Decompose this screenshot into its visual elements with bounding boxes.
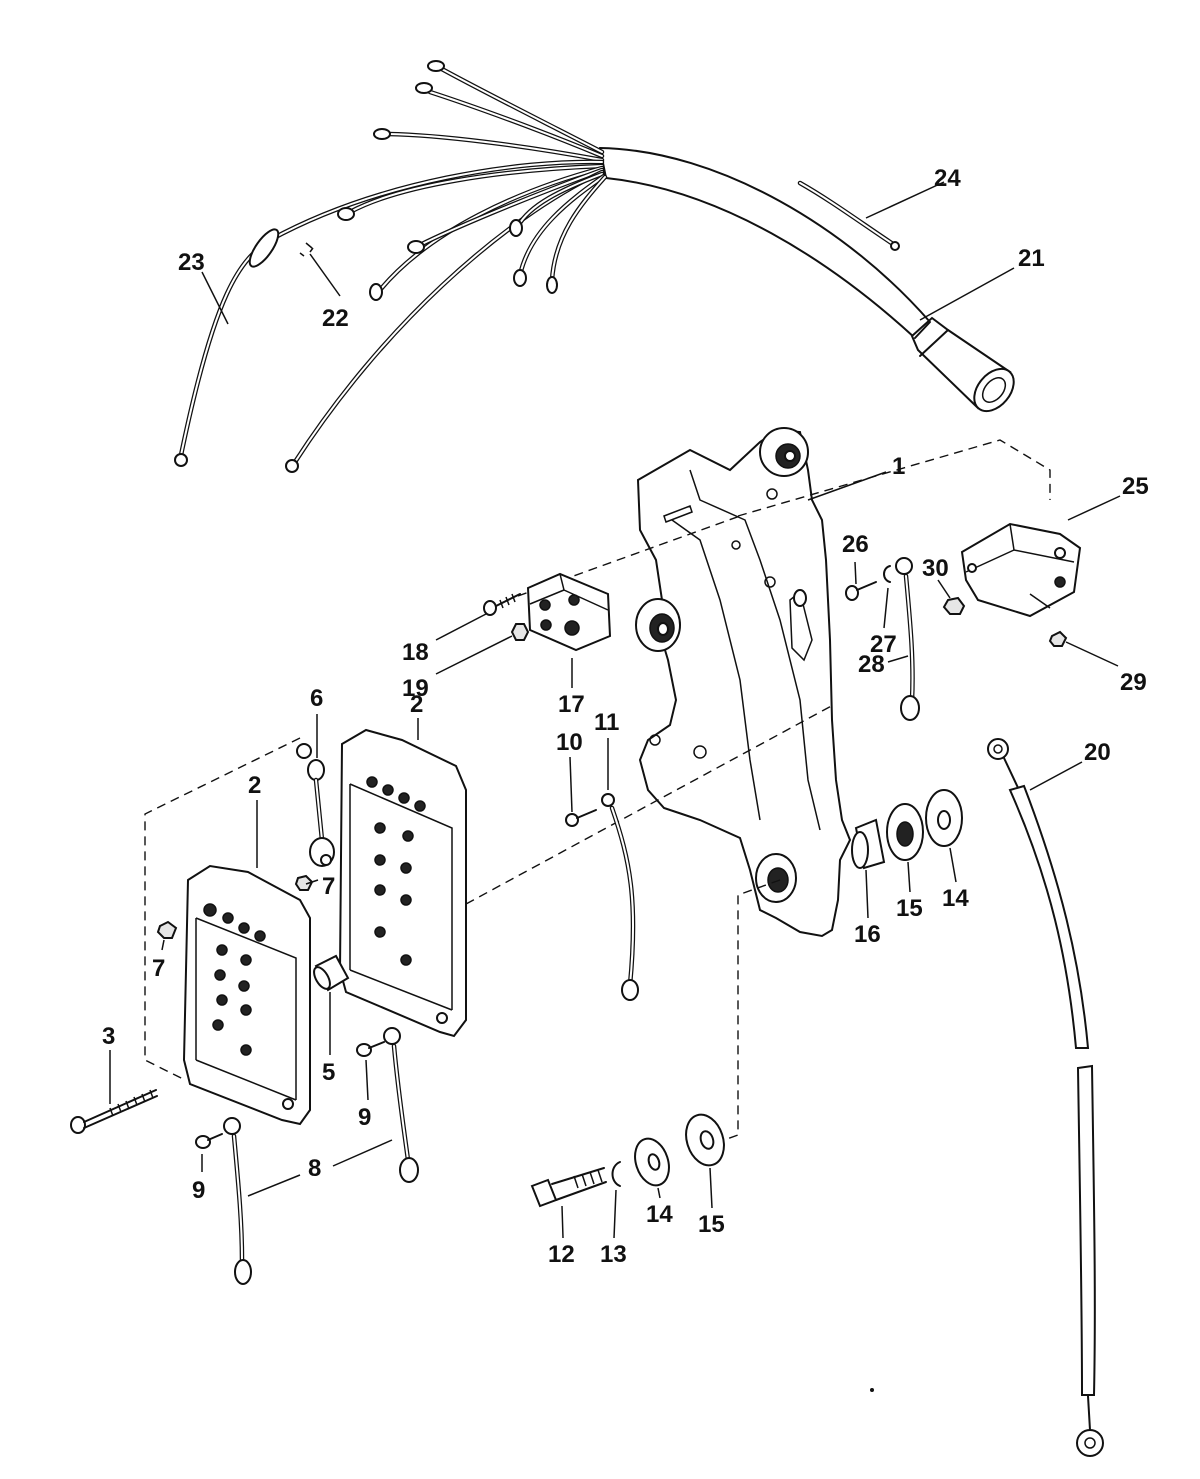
nut-29 — [1048, 630, 1068, 647]
nut-7-lower — [156, 920, 178, 939]
callout-14-upper: 14 — [942, 885, 969, 912]
harness-leads — [174, 60, 608, 473]
callout-23: 23 — [178, 249, 205, 276]
callout-labels: 1 2 2 3 5 6 7 7 8 9 9 10 11 12 13 14 14 … — [102, 165, 1149, 1268]
ground-lead-28 — [895, 557, 920, 721]
washer-14-upper — [925, 789, 963, 847]
rectifier — [526, 572, 612, 652]
callout-26: 26 — [842, 531, 869, 558]
ground-lead-8-rear — [383, 1027, 419, 1183]
stray-dot — [870, 1388, 874, 1392]
callout-17: 17 — [558, 691, 585, 718]
callout-18: 18 — [402, 639, 429, 666]
callout-30: 30 — [922, 555, 949, 582]
lead-24 — [797, 180, 900, 251]
lockwasher-27 — [883, 565, 891, 583]
callout-8: 8 — [308, 1155, 321, 1182]
callout-12: 12 — [548, 1241, 575, 1268]
callout-7-lower: 7 — [152, 955, 165, 982]
callout-19: 19 — [402, 675, 429, 702]
callout-14-lower: 14 — [646, 1201, 673, 1228]
leader-lines — [109, 181, 1121, 1239]
callout-15-lower: 15 — [698, 1211, 725, 1238]
screw-18 — [483, 593, 521, 616]
nut-7-upper — [294, 874, 314, 891]
switch-box-front — [182, 864, 311, 1126]
screw-9-rear — [356, 1041, 385, 1057]
battery-cable-20 — [987, 738, 1104, 1457]
screw-9-front — [195, 1133, 223, 1149]
callout-11: 11 — [594, 709, 619, 736]
callout-27: 27 — [870, 631, 897, 658]
grommet-15-upper — [886, 803, 924, 861]
starter-solenoid — [960, 522, 1082, 618]
lead-splice — [248, 228, 280, 268]
washer-15-lower — [685, 1113, 725, 1167]
wiring-harness — [174, 60, 1015, 473]
callout-20: 20 — [1084, 739, 1111, 766]
callout-5: 5 — [322, 1059, 335, 1086]
callout-22: 22 — [322, 305, 349, 332]
callout-15-upper: 15 — [896, 895, 923, 922]
harness-plug — [910, 316, 1015, 413]
nut-19 — [510, 623, 530, 641]
screw-3 — [70, 1089, 158, 1134]
callout-21: 21 — [1018, 245, 1045, 272]
callout-28: 28 — [858, 651, 885, 678]
callout-2-rear: 2 — [410, 691, 423, 718]
callout-25: 25 — [1122, 473, 1149, 500]
nut-30 — [942, 596, 966, 615]
callout-24: 24 — [934, 165, 961, 192]
callout-29: 29 — [1120, 669, 1147, 696]
switch-box-rear — [338, 728, 467, 1038]
callout-6: 6 — [310, 685, 323, 712]
callout-7-upper: 7 — [322, 873, 335, 900]
ground-lead-8-front — [223, 1117, 252, 1285]
ground-lead-6 — [296, 743, 335, 867]
washer-14-lower — [634, 1137, 670, 1187]
bolt-12 — [530, 1167, 607, 1208]
mounting-bracket — [635, 427, 852, 938]
callout-3: 3 — [102, 1023, 115, 1050]
callout-2-front: 2 — [248, 772, 261, 799]
callout-10: 10 — [556, 729, 583, 756]
screw-10 — [565, 809, 597, 827]
callout-13: 13 — [600, 1241, 627, 1268]
ground-lead-11 — [601, 793, 639, 1001]
callout-9-front: 9 — [192, 1177, 205, 1204]
callout-9-rear: 9 — [358, 1104, 371, 1131]
spacer-16 — [851, 818, 886, 870]
sleeve-5 — [313, 954, 350, 992]
callout-1: 1 — [892, 453, 905, 480]
splice-parts — [299, 242, 314, 257]
callout-16: 16 — [854, 921, 881, 948]
lockwasher-13 — [611, 1161, 621, 1187]
screw-26 — [845, 581, 877, 601]
